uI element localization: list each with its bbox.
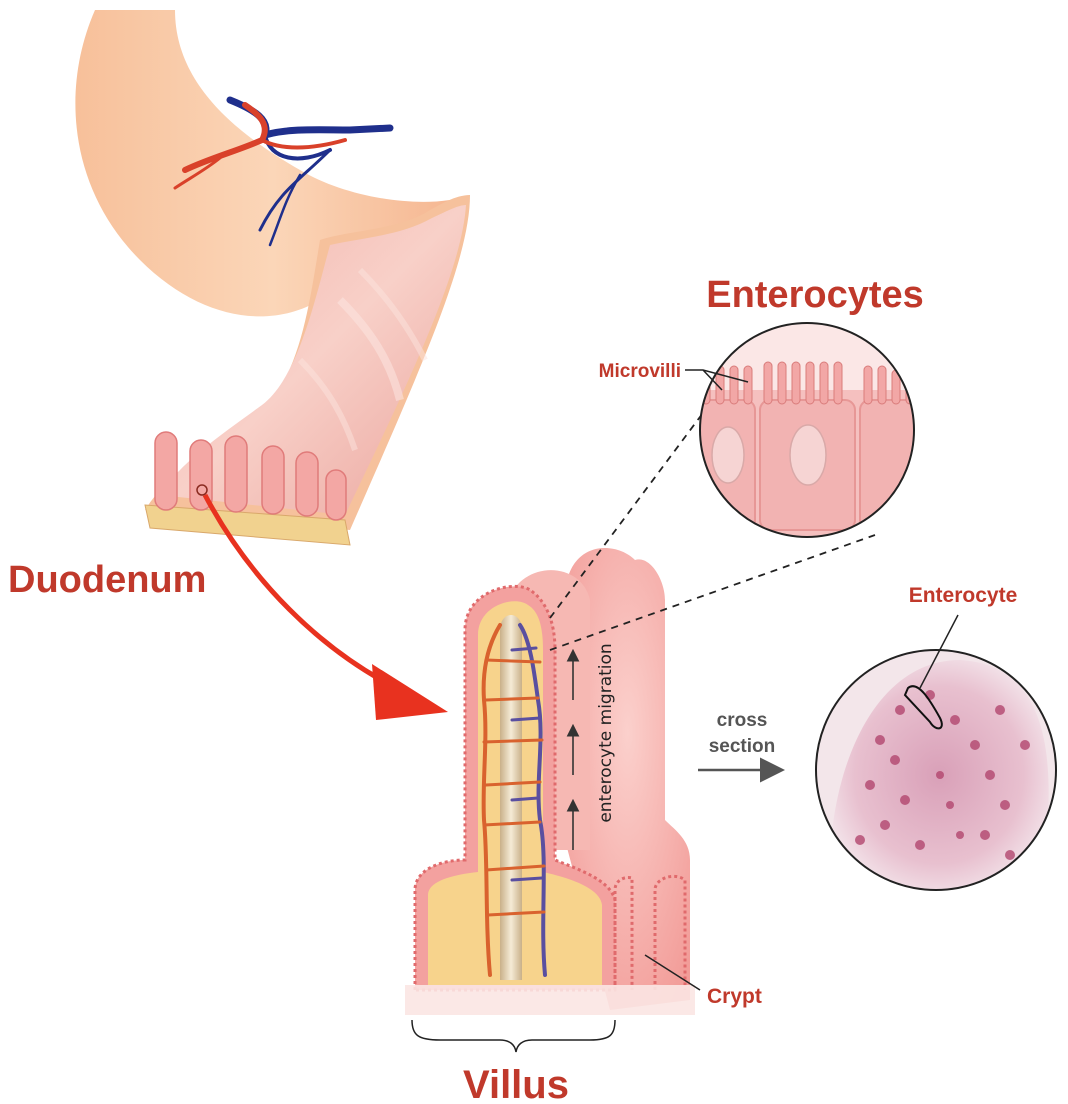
enterocyte-label: Enterocyte: [909, 584, 1018, 607]
cross-section-label-line1: cross: [717, 710, 768, 731]
cross-section-label-line2: section: [709, 736, 776, 757]
villus-illustration: [405, 548, 695, 1015]
curved-red-arrow-head: [372, 664, 448, 720]
migration-label: enterocyte migration: [596, 643, 616, 822]
villus-label: Villus: [463, 1063, 569, 1104]
microvilli-label: Microvilli: [599, 361, 681, 382]
enterocytes-inset: [690, 323, 935, 560]
villus-base-fade: [405, 985, 695, 1015]
duodenum-label: Duodenum: [8, 559, 206, 601]
histology-inset: [816, 615, 1056, 890]
duodenum-illustration: [75, 10, 470, 545]
enterocytes-label: Enterocytes: [706, 274, 924, 316]
lacteal: [500, 615, 522, 980]
villus-brace: [412, 1020, 615, 1052]
crypt-label: Crypt: [707, 985, 762, 1008]
